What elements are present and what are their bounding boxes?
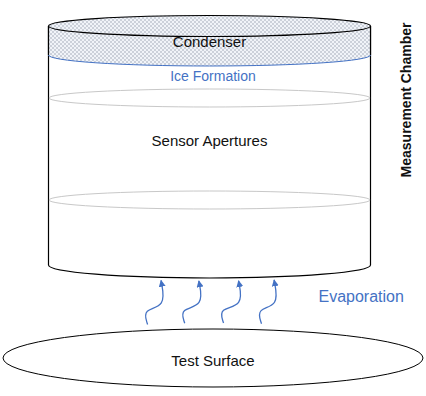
evaporation-arrow [222, 281, 241, 323]
condenser-band: Condenser [48, 15, 371, 67]
node-label: Test Surface [2, 352, 424, 370]
chamber-cylinder: CondenserSensor AperturesMeasurement Cha… [48, 15, 371, 278]
sensor-band: Sensor Apertures [48, 89, 371, 209]
annotation-label: Ice Formation [170, 67, 256, 85]
evaporation-arrow [146, 280, 164, 324]
test-surface: Test Surface [2, 328, 424, 388]
node-label: Sensor Apertures [48, 132, 371, 150]
node-label: Condenser [48, 33, 371, 51]
evaporation-arrow [259, 280, 276, 324]
arrow-label: Evaporation [319, 288, 404, 306]
chamber-heading: Measurement Chamber [397, 23, 415, 178]
evaporation-arrow [183, 281, 201, 323]
